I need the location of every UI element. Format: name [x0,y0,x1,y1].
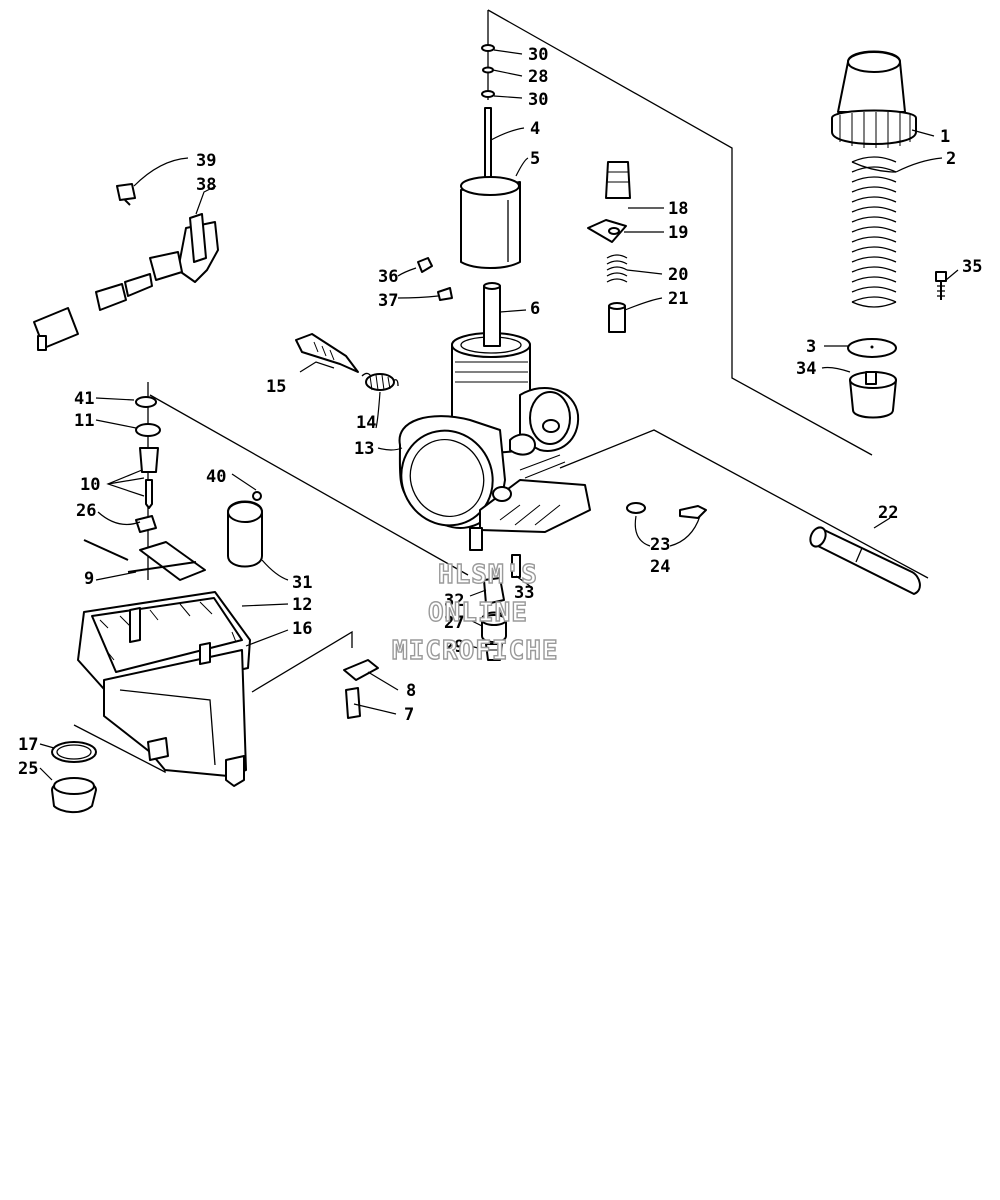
callout-19: 19 [668,223,688,243]
carburetor-body [398,332,591,551]
callout-31: 31 [292,573,312,593]
callout-26: 26 [76,501,96,521]
callout-1: 1 [940,127,950,147]
watermark-line-1: HLSM'S [437,559,538,590]
part-22-hose [809,526,921,595]
callout-13: 13 [354,439,374,459]
callout-14: 14 [356,413,376,433]
part-5-slide [460,176,521,269]
drain-plug [51,741,97,813]
callout-30-bottom: 30 [528,90,548,110]
callout-2: 2 [946,149,956,169]
callout-4: 4 [530,119,540,139]
callout-16: 16 [292,619,312,639]
callout-33: 33 [514,583,534,603]
callout-10: 10 [80,475,100,495]
callout-32: 32 [444,591,464,611]
float-bowl [77,396,263,787]
callout-12: 12 [292,595,312,615]
part-2-spring [851,155,897,308]
watermark-line-2: ONLINE [427,597,528,628]
watermark-line-3: MICROFICHE [391,635,559,666]
callout-28: 28 [528,67,548,87]
leader-lines [39,49,959,781]
part-3-disc [847,338,897,358]
callout-6: 6 [530,299,540,319]
callout-27: 27 [444,613,464,633]
callout-7: 7 [404,705,414,725]
callout-5: 5 [530,149,540,169]
callout-8: 8 [406,681,416,701]
callout-35: 35 [962,257,982,277]
callout-37: 37 [378,291,398,311]
callout-9: 9 [84,569,94,589]
callout-24: 24 [650,557,670,577]
callout-23: 23 [650,535,670,555]
callout-22: 22 [878,503,898,523]
adjuster-stack [587,161,631,333]
callout-36: 36 [378,267,398,287]
callout-11: 11 [74,411,94,431]
screws-23-24 [626,502,707,519]
callout-20: 20 [668,265,688,285]
clip-parts [417,257,453,301]
callout-29: 29 [444,637,464,657]
main-jet-stack [481,554,521,661]
bracket-8-bolt-7 [343,659,379,719]
callout-17: 17 [18,735,38,755]
pilot-screw [295,333,399,391]
callout-41: 41 [74,389,94,409]
callout-3: 3 [806,337,816,357]
callout-34: 34 [796,359,816,379]
callout-39: 39 [196,151,216,171]
part-6-jet [483,282,501,347]
throttle-sensor [33,183,219,351]
callout-40: 40 [206,467,226,487]
part-1-cap [831,50,917,148]
part-34-holder [849,371,897,419]
callout-15: 15 [266,377,286,397]
callout-30-top: 30 [528,45,548,65]
callout-18: 18 [668,199,688,219]
callout-labels: 30 28 30 4 5 6 18 19 20 21 1 2 3 34 35 3… [18,45,982,779]
callout-21: 21 [668,289,688,309]
callout-25: 25 [18,759,38,779]
callout-38: 38 [196,175,216,195]
part-35-screw [935,271,947,300]
